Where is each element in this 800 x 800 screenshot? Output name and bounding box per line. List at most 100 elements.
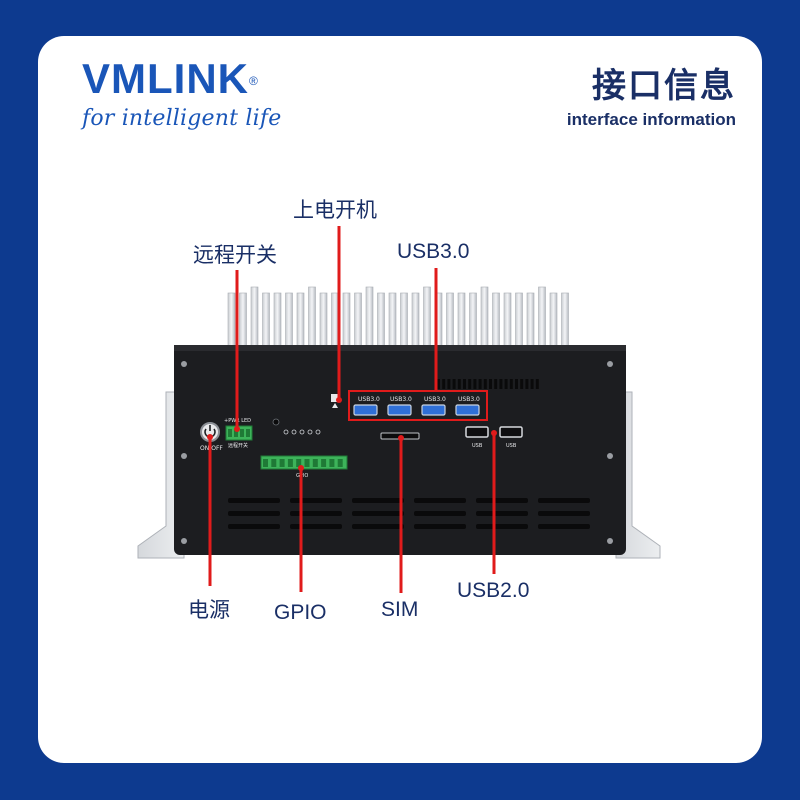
callout-label-gpio: GPIO (274, 601, 327, 624)
heatsink-fin (549, 292, 558, 348)
vent-grille (228, 524, 280, 529)
vent-grille (538, 498, 590, 503)
terminal-pin (228, 429, 232, 437)
callout-label-remote-switch: 远程开关 (193, 243, 277, 267)
usb3-port-label: USB3.0 (424, 396, 446, 403)
vent-grille (414, 524, 466, 529)
vent-slot (452, 379, 456, 389)
callout-label-usb3: USB3.0 (397, 240, 470, 263)
heatsink-fin (285, 292, 293, 348)
heatsink-fin (331, 292, 339, 348)
heatsink-fin (388, 292, 397, 348)
heatsink-fin (457, 292, 466, 348)
terminal-pin (304, 459, 310, 467)
vent-slot (483, 379, 487, 389)
heatsink-fin (377, 292, 385, 348)
heatsink-fin (538, 286, 546, 348)
terminal-pin (246, 429, 250, 437)
heatsink-fin (400, 292, 408, 348)
power-on-jumper[interactable] (331, 394, 339, 402)
usb2-port[interactable] (465, 426, 489, 438)
vent-grille (228, 498, 280, 503)
terminal-pin (240, 429, 244, 437)
vent-slot (463, 379, 466, 389)
heatsink-fin (411, 292, 420, 348)
vent-slot (468, 379, 472, 389)
vent-grille (476, 498, 528, 503)
vent-grille (476, 511, 528, 516)
terminal-pin (321, 459, 327, 467)
heatsink-fin (308, 286, 316, 348)
remote-switch-terminal[interactable] (225, 425, 253, 441)
vent-grille (290, 498, 342, 503)
callout-label-usb2: USB2.0 (457, 579, 530, 602)
vent-slot (473, 379, 477, 389)
page-title-cn: 接口信息 (592, 66, 736, 106)
vent-grille (352, 524, 404, 529)
top-vent-slots (437, 379, 539, 389)
heatsink-fin (446, 292, 454, 348)
vent-grille (228, 511, 280, 516)
vent-grille (290, 524, 342, 529)
usb2-port-label: USB (472, 443, 483, 449)
terminal-pin (279, 459, 285, 467)
usb3-port-label: USB3.0 (390, 396, 412, 403)
vent-grille (352, 498, 404, 503)
vent-grille (414, 511, 466, 516)
trademark-symbol: ® (249, 74, 259, 88)
usb3-port[interactable] (353, 404, 378, 416)
heatsink-fin (469, 292, 477, 348)
heatsink-fin (250, 286, 259, 348)
callout-label-power-on: 上电开机 (293, 198, 377, 222)
vent-slot (499, 379, 503, 389)
terminal-pin (312, 459, 318, 467)
screw (181, 453, 187, 459)
heatsink-fin (296, 292, 305, 348)
terminal-pin (329, 459, 335, 467)
power-button-label: ON/OFF (200, 445, 223, 452)
usb2-port[interactable] (499, 426, 523, 438)
heatsink-fin (561, 292, 569, 348)
heatsink-fin (227, 292, 236, 348)
screw (607, 453, 613, 459)
vent-grille (538, 524, 590, 529)
vent-slot (530, 379, 534, 389)
screw (181, 538, 187, 544)
screw (607, 538, 613, 544)
heatsink-fin (526, 292, 535, 348)
callout-dot (207, 434, 213, 440)
callout-dot (491, 430, 497, 436)
usb2-port-label: USB (506, 443, 517, 449)
callout-label-power: 电源 (188, 598, 230, 622)
gpio-led (299, 429, 305, 435)
heatsink-fin (354, 292, 362, 348)
vent-slot (504, 379, 508, 389)
callout-lines (208, 226, 496, 593)
usb3-highlight-box (348, 390, 488, 421)
screw (607, 361, 613, 367)
usb3-port[interactable] (421, 404, 446, 416)
vent-slot (494, 379, 498, 389)
gpio-indicators (272, 418, 321, 435)
terminal-pin (234, 429, 238, 437)
vent-slot (515, 379, 518, 389)
vent-slot (442, 379, 446, 389)
content-card: VMLINK® for intelligent life 接口信息 interf… (38, 36, 762, 763)
heatsink-fin (239, 292, 247, 348)
page-title-en: interface information (566, 110, 736, 129)
vent-grille (290, 511, 342, 516)
vent-grille (414, 498, 466, 503)
vent-grille (538, 511, 590, 516)
terminal-pin (287, 459, 293, 467)
right-mounting-bracket (615, 391, 661, 559)
heatsink-fin (515, 292, 523, 348)
usb3-port[interactable] (387, 404, 412, 416)
gpio-led (307, 429, 313, 435)
gpio-screw-hole (272, 418, 280, 426)
usb3-port[interactable] (455, 404, 480, 416)
heatsink-fin (492, 292, 500, 348)
lower-vent-grilles (228, 498, 590, 529)
callout-dot (234, 426, 240, 432)
heatsink-fin (319, 292, 328, 348)
heatsink-fins (227, 286, 569, 348)
